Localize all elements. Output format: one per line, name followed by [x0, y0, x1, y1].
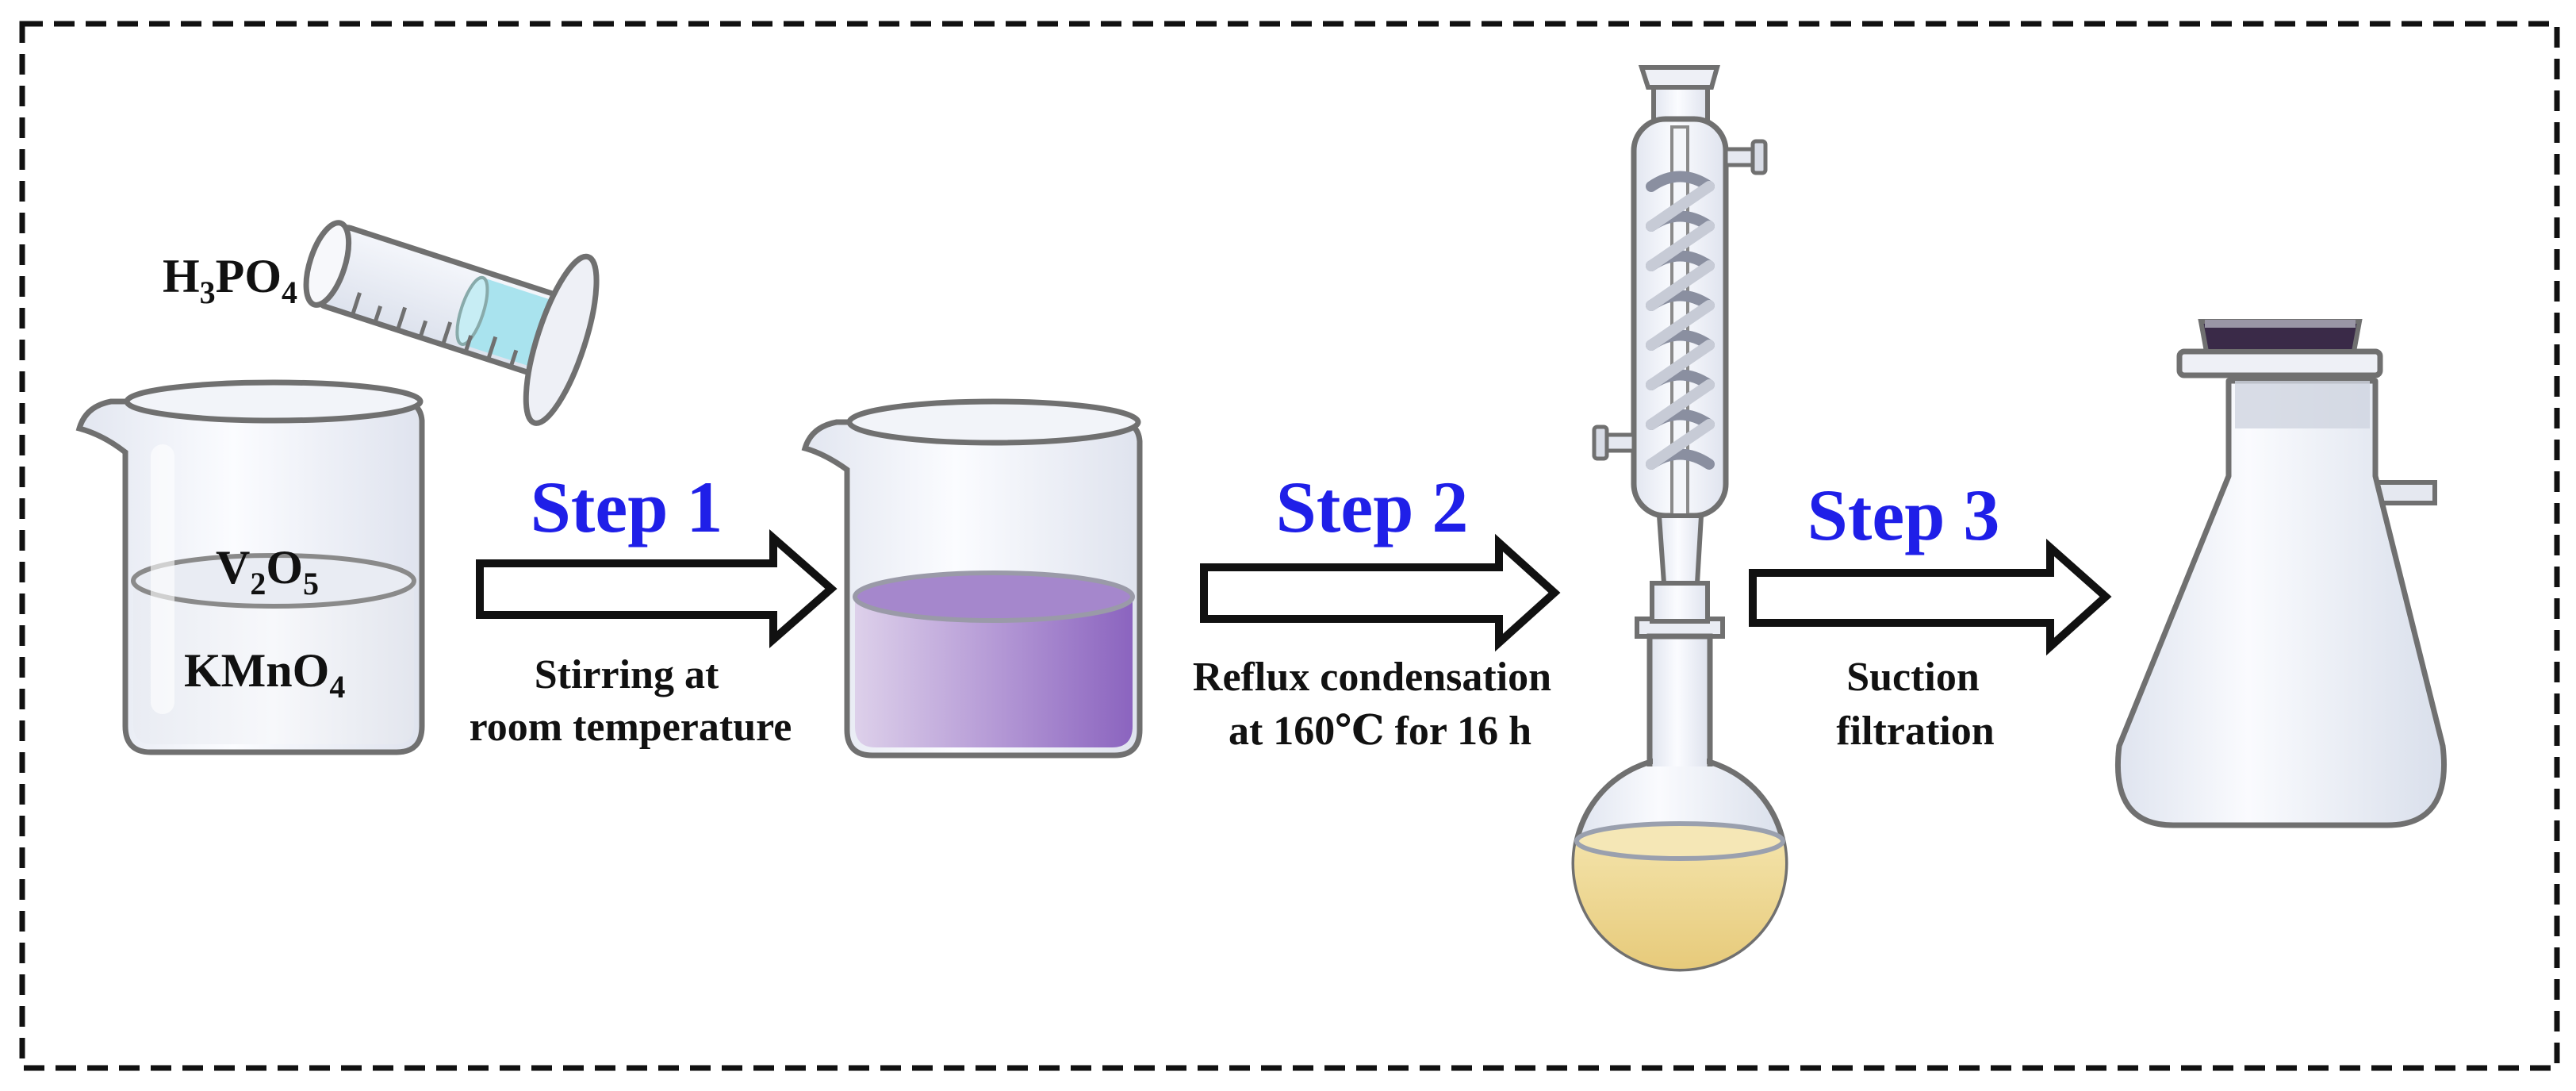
step-3-title: Step 3: [1807, 474, 2000, 555]
round-bottom-flask-icon: [1571, 581, 1788, 972]
step-3-arrow: [1749, 538, 2112, 656]
step-1-caption-line-2: room temperature: [470, 705, 792, 750]
step-2-caption-line-1: Reflux condensation: [1193, 655, 1551, 700]
step-2-caption-line-2: at 160℃ for 16 h: [1229, 709, 1531, 754]
graduated-cylinder-icon: [303, 220, 600, 426]
step-1-title: Step 1: [531, 467, 723, 547]
step-1-arrow: [476, 528, 838, 649]
h3po4-label: H3PO4: [163, 250, 297, 310]
step-2-arrow: [1200, 533, 1561, 652]
beaker-with-solution-icon: [75, 379, 425, 755]
step-1-caption-line-1: Stirring at: [535, 652, 719, 697]
step-2-title: Step 2: [1276, 467, 1469, 547]
kmno4-label: KMnO4: [184, 644, 345, 705]
dashed-border-frame: [19, 21, 2560, 1071]
v2o5-label: V2O5: [216, 541, 319, 601]
beaker-purple-solution-icon: [801, 398, 1143, 759]
step-3-caption-line-2: filtration: [1836, 709, 1994, 754]
step-3-caption-line-1: Suction: [1846, 655, 1980, 700]
suction-flask-icon: [2114, 319, 2447, 828]
reflux-condenser-icon: [1592, 65, 1768, 586]
